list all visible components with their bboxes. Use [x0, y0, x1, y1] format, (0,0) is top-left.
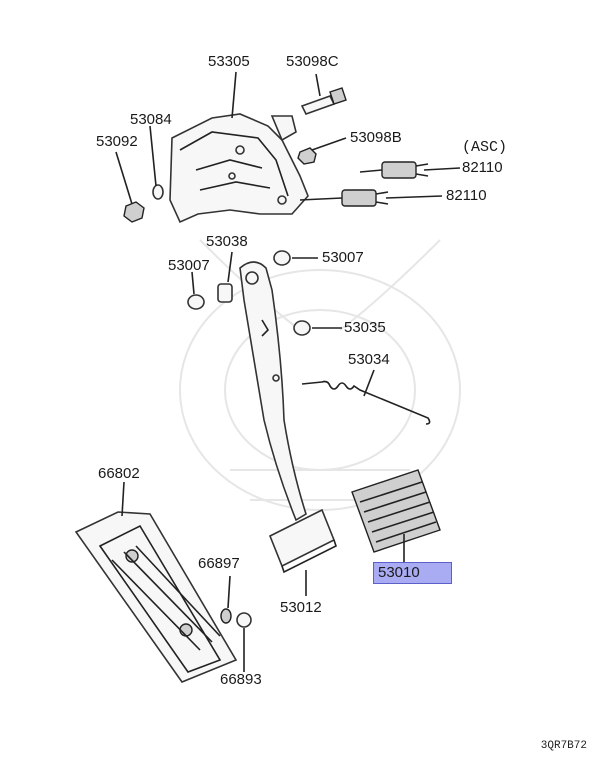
- label-53034: 53034: [348, 351, 390, 368]
- label-66897: 66897: [198, 555, 240, 572]
- clip-66897: [220, 608, 232, 624]
- highlighted-part-53010[interactable]: 53010: [373, 562, 452, 584]
- label-53092: 53092: [96, 133, 138, 150]
- label-53098c: 53098C: [286, 53, 339, 70]
- pedal-pad-53010: [351, 469, 441, 553]
- stopper-53035: [293, 320, 311, 336]
- bolt-53098c: [300, 87, 347, 115]
- nut-53098b: [297, 147, 317, 165]
- return-spring-53034: [301, 380, 431, 425]
- label-53012: 53012: [280, 599, 322, 616]
- label-82110-top: 82110: [462, 159, 503, 176]
- bushing-53007-right: [273, 250, 291, 266]
- diagram-code: 3QR7B72: [540, 740, 587, 752]
- stop-switch: [299, 189, 389, 207]
- label-53305: 53305: [208, 53, 250, 70]
- label-53038: 53038: [206, 233, 248, 250]
- label-66802: 66802: [98, 465, 140, 482]
- washer-53084: [152, 184, 164, 200]
- foot-rest-66802: [74, 511, 238, 683]
- collar-53038: [217, 283, 233, 303]
- brake-pedal-arm: [239, 261, 307, 522]
- label-53007-left: 53007: [168, 257, 210, 274]
- pedal-bracket: [169, 113, 309, 224]
- label-66893: 66893: [220, 671, 262, 688]
- label-53098b: 53098B: [350, 129, 402, 146]
- label-82110-bottom: 82110: [446, 187, 487, 204]
- stop-switch-asc: [359, 161, 429, 179]
- label-53035: 53035: [344, 319, 386, 336]
- bushing-53007-left: [187, 294, 205, 310]
- label-53007-right: 53007: [322, 249, 364, 266]
- screw-66893: [236, 612, 252, 628]
- label-53084: 53084: [130, 111, 172, 128]
- label-asc: (ASC): [462, 139, 508, 156]
- pedal-pad-53012: [268, 508, 337, 574]
- nut-53092: [123, 201, 145, 223]
